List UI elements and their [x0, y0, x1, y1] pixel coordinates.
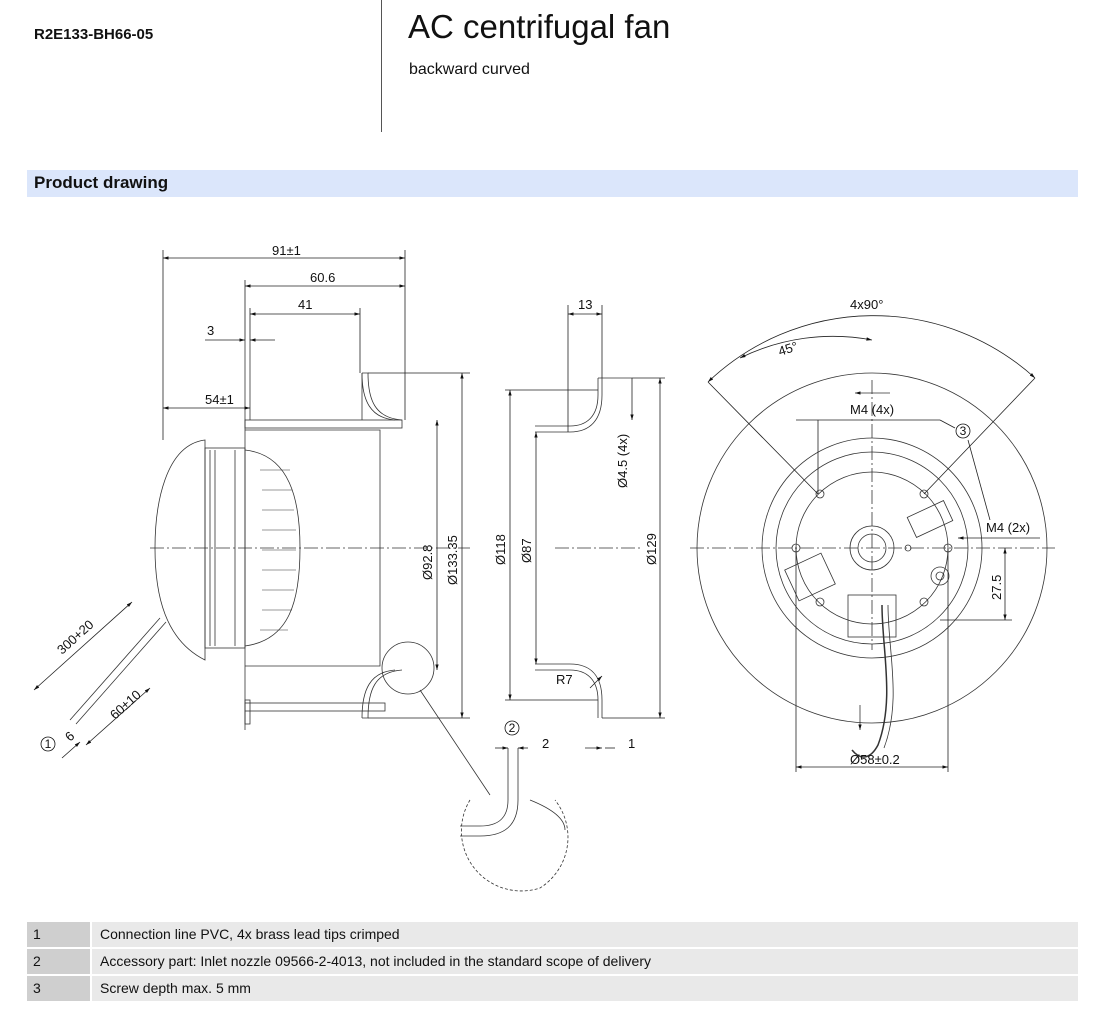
front-dims [707, 315, 1040, 772]
legend-text: Connection line PVC, 4x brass lead tips … [92, 922, 1078, 947]
legend-text: Accessory part: Inlet nozzle 09566-2-401… [92, 949, 1078, 974]
callout-2: 2 [509, 721, 516, 735]
dim-6: 6 [62, 728, 77, 744]
model-number: R2E133-BH66-05 [34, 26, 154, 43]
dim-3: 3 [207, 323, 214, 338]
callout-1: 1 [45, 737, 52, 751]
detail-view [460, 748, 569, 892]
legend-num: 1 [27, 922, 90, 947]
header-divider [381, 0, 382, 132]
front-view [690, 372, 1055, 758]
dim-dia-133-35: Ø133.35 [445, 535, 460, 585]
page-subtitle: backward curved [409, 61, 530, 78]
dim-13: 13 [578, 297, 592, 312]
legend-row: 1 Connection line PVC, 4x brass lead tip… [27, 922, 1078, 947]
dim-dia-92-8: Ø92.8 [420, 545, 435, 580]
nozzle-dims [495, 305, 665, 750]
dim-dia-4-5: Ø4.5 (4x) [615, 434, 630, 488]
dim-60-6: 60.6 [310, 270, 335, 285]
dim-91: 91±1 [272, 243, 301, 258]
dim-dia-58: Ø58±0.2 [850, 752, 900, 767]
dim-4x90: 4x90° [850, 297, 883, 312]
callout-1-circle [40, 736, 56, 752]
legend-row: 3 Screw depth max. 5 mm [27, 976, 1078, 1001]
callout-2-circle [504, 720, 520, 736]
dim-dia-118: Ø118 [493, 534, 508, 565]
legend-num: 3 [27, 976, 90, 1001]
dim-27-5: 27.5 [989, 575, 1004, 600]
page-title: AC centrifugal fan [408, 8, 671, 45]
section-title: Product drawing [34, 173, 169, 192]
callout-3: 3 [960, 424, 967, 438]
dim-dia-87: Ø87 [519, 538, 534, 563]
legend-row: 2 Accessory part: Inlet nozzle 09566-2-4… [27, 949, 1078, 974]
product-drawing: 91±1 60.6 41 3 54±1 Ø92.8 Ø133.35 300+20… [33, 243, 1055, 892]
legend-num: 2 [27, 949, 90, 974]
legend-text: Screw depth max. 5 mm [92, 976, 1078, 1001]
section-header: Product drawing [27, 170, 1078, 197]
callout-3-circle [955, 423, 971, 439]
dim-cable-60: 60±10 [107, 687, 144, 722]
dim-m4-4x: M4 (4x) [850, 402, 894, 417]
nozzle-view [535, 377, 640, 718]
dim-r7: R7 [556, 672, 573, 687]
dim-dia-129: Ø129 [644, 533, 659, 565]
dim-2: 2 [542, 736, 549, 751]
dim-cable-300: 300+20 [54, 617, 97, 657]
dim-45: 45° [776, 339, 799, 359]
legend-table: 1 Connection line PVC, 4x brass lead tip… [27, 922, 1078, 1003]
side-dims [33, 250, 470, 759]
dim-1: 1 [628, 736, 635, 751]
dim-m4-2x: M4 (2x) [986, 520, 1030, 535]
dim-54: 54±1 [205, 392, 234, 407]
dim-41: 41 [298, 297, 312, 312]
